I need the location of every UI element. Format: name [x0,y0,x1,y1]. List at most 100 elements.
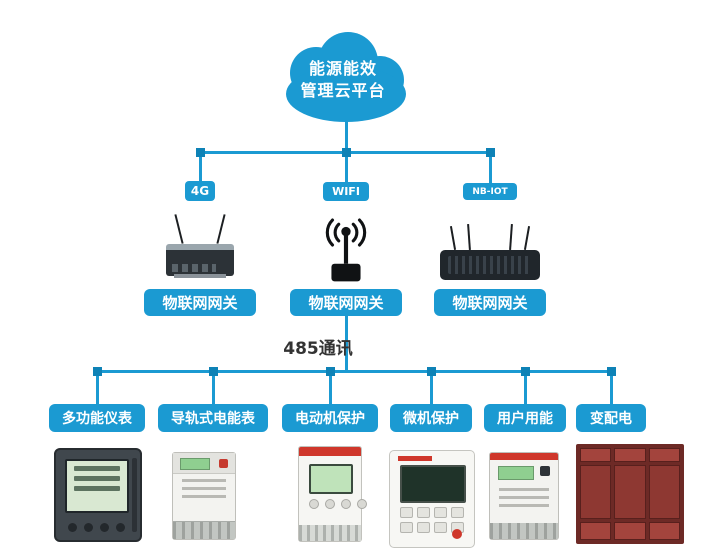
red-button [452,529,462,539]
label-line [182,479,226,482]
badge-4g: 4G [185,181,215,201]
button-dot [357,499,367,509]
terminal-block [299,525,361,541]
label-line [499,488,549,491]
meter-top-panel [173,453,235,474]
connector-drop-device-3 [329,370,332,406]
cabinet-door [648,465,680,519]
lcd-row [74,466,120,471]
connector-drop-device-4 [430,370,433,406]
router-4g-image [158,212,242,284]
key [434,507,447,518]
cloud-title-line1: 能源能效 [308,59,377,78]
key [400,507,413,518]
router-body [166,244,234,276]
connector-drop-nbiot [489,151,492,184]
label-line [499,496,549,499]
din-rail-meter-image [172,452,236,540]
key [400,522,413,533]
label-line [182,487,226,490]
junction-node [326,367,335,376]
label-line [182,495,226,498]
connector-drop-device-5 [524,370,527,406]
key [434,522,447,533]
cabinet-panel [614,448,646,462]
meter-body [489,452,559,540]
device-label-multifunction-meter: 多功能仪表 [49,404,145,432]
meter-buttons [309,499,367,509]
button-dot [84,523,93,532]
button-dot [309,499,319,509]
antenna-icon [174,214,184,244]
gateway-label-wifi: 物联网网关 [290,289,402,316]
cloud-title-line2: 管理云平台 [300,81,386,100]
connector-cloud-drop [345,118,348,154]
junction-node [342,148,351,157]
junction-node [209,367,218,376]
cabinet-panel [580,448,612,462]
connector-drop-4g [199,151,202,184]
wifi-antenna-icon [320,218,372,284]
device-label-power-distribution: 变配电 [576,404,646,432]
cabinet-panel [614,522,646,540]
cloud-platform-node: 能源能效 管理云平台 [268,28,418,128]
badge-wifi: WIFI [323,182,369,201]
connector-drop-wifi [345,151,348,184]
meter-lcd [65,459,129,513]
antenna-icon [449,226,457,250]
router-ports [172,264,216,272]
button-dot [341,499,351,509]
user-energy-meter-image [489,452,559,540]
junction-node [607,367,616,376]
cabinet-panel [648,522,680,540]
key [417,522,430,533]
cabinet-panel [580,522,612,540]
terminal-block [490,523,558,539]
button-dot [325,499,335,509]
antenna-icon [216,214,226,244]
button-dot [68,523,77,532]
antenna-icon [523,226,531,250]
red-button [219,459,228,468]
junction-node [486,148,495,157]
meter-body [298,446,367,542]
key [417,507,430,518]
multifunction-meter-image [54,448,142,542]
micro-protection-image [389,450,475,548]
meter-buttons [68,523,125,532]
device-label-din-rail-meter: 导轨式电能表 [158,404,268,432]
lcd-row [74,486,120,491]
terminal-block [173,521,235,539]
meter-label-area [490,483,558,519]
connector-drop-device-2 [212,370,215,406]
meter-button [540,466,550,476]
brand-stripe [490,453,558,460]
router-grille [448,256,532,274]
meter-lcd [309,464,353,494]
gateway-label-4g: 物联网网关 [144,289,256,316]
device-label-user-energy: 用户用能 [484,404,566,432]
button-dot [116,523,125,532]
cabinet-column [614,448,646,540]
connector-485-bus [95,370,615,373]
power-distribution-cabinet-image [576,444,684,544]
meter-body [389,450,475,548]
connector-drop-device-6 [610,370,613,406]
keypad [400,507,464,533]
cabinet-column [580,448,612,540]
motor-protection-image [298,446,367,542]
antenna-icon [509,223,513,251]
junction-node [196,148,205,157]
antenna-icon [467,223,471,251]
meter-body [172,452,236,540]
cabinet-column [648,448,680,540]
cabinet-door [614,465,646,519]
cabinet-door [580,465,612,519]
brand-stripe [398,456,432,461]
connector-gateway-to-bus [345,316,348,372]
label-line [499,504,549,507]
gateway-label-nbiot: 物联网网关 [434,289,546,316]
connector-drop-device-1 [96,370,99,406]
router-body [440,250,540,280]
